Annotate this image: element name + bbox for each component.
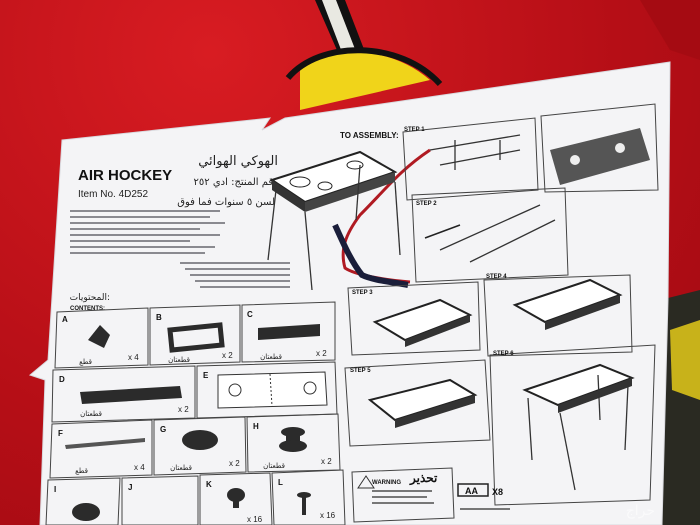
- carpet-pattern: [285, 0, 700, 525]
- part-g-letter: G: [160, 425, 166, 434]
- part-f-qty: x 4: [134, 463, 145, 472]
- part-k-letter: K: [206, 480, 212, 489]
- part-c-label: قطعتان: [260, 353, 282, 361]
- paper-sheet: [28, 61, 671, 525]
- step-2-label: STEP 2: [416, 201, 437, 207]
- part-b-letter: B: [156, 313, 162, 322]
- step-6-label: STEP 6: [493, 351, 514, 357]
- part-g-qty: x 2: [229, 459, 240, 468]
- title-block: AIR HOCKEY Item No. 4D252 الهوكي الهوائي…: [78, 154, 278, 208]
- part-l-letter: L: [278, 478, 283, 487]
- part-g-label: قطعتان: [170, 464, 192, 472]
- to-assembly-label: TO ASSEMBLY:: [340, 131, 399, 140]
- item-ar: رقم المنتج: ادي ٢٥٢: [194, 177, 279, 188]
- battery-block: AA X8: [457, 483, 510, 510]
- step-1-label: STEP 1: [404, 127, 425, 133]
- part-f-letter: F: [58, 429, 63, 438]
- battery-type: AA: [465, 486, 478, 496]
- air-hockey-table-illustration: [267, 150, 401, 291]
- part-c-qty: x 2: [316, 349, 327, 358]
- part-b-label: قطعتان: [168, 356, 190, 364]
- part-j-letter: J: [128, 483, 132, 492]
- part-h-letter: H: [253, 422, 259, 431]
- part-h-label: قطعتان: [263, 462, 285, 470]
- item-number: Item No. 4D252: [78, 189, 148, 200]
- fine-print: [70, 210, 290, 288]
- battery-qty: X8: [492, 487, 503, 497]
- warning-en: WARNING: [372, 480, 401, 486]
- part-a-label: قطع: [79, 358, 92, 366]
- contents-grid: [45, 301, 346, 525]
- age-ar: لسن ٥ سنوات فما فوق: [177, 197, 275, 208]
- part-h-qty: x 2: [321, 457, 332, 466]
- part-f-label: قطع: [75, 467, 88, 475]
- contents-en: CONTENTS:: [70, 306, 105, 312]
- contents-ar: المحتويات:: [70, 293, 110, 303]
- part-d-label: قطعتان: [80, 410, 102, 418]
- title-ar: الهوكي الهوائي: [198, 154, 278, 169]
- warning-block: WARNING تحذير: [351, 467, 455, 523]
- part-d-qty: x 2: [178, 405, 189, 414]
- warning-ar: تحذير: [409, 471, 438, 486]
- part-a-letter: A: [62, 315, 68, 324]
- step-boxes: STEP 1 STEP 2 STEP 3 STEP 4 STEP 5 STEP …: [344, 103, 659, 506]
- part-labels-ar: قطع قطعتان قطعتان قطعتان قطع قطعتان قطعت…: [75, 353, 285, 475]
- part-l-qty: x 16: [320, 511, 336, 520]
- part-e-letter: E: [203, 371, 209, 380]
- step-5-label: STEP 5: [350, 368, 371, 374]
- part-c-letter: C: [247, 310, 253, 319]
- step-4-label: STEP 4: [486, 274, 507, 280]
- part-quantities: x 4 x 2 x 2 x 2 x 4 x 2 x 2 x 16 x 16: [128, 349, 336, 524]
- part-d-letter: D: [59, 375, 65, 384]
- title-en: AIR HOCKEY: [78, 167, 172, 184]
- part-b-qty: x 2: [222, 351, 233, 360]
- watermark-logo: حراج: [626, 503, 655, 519]
- part-letters: A B C D E F G H I J K L: [54, 310, 283, 494]
- part-drawings: [65, 322, 328, 521]
- step-3-label: STEP 3: [352, 290, 373, 296]
- part-k-qty: x 16: [247, 515, 263, 524]
- part-i-letter: I: [54, 485, 56, 494]
- part-a-qty: x 4: [128, 353, 139, 362]
